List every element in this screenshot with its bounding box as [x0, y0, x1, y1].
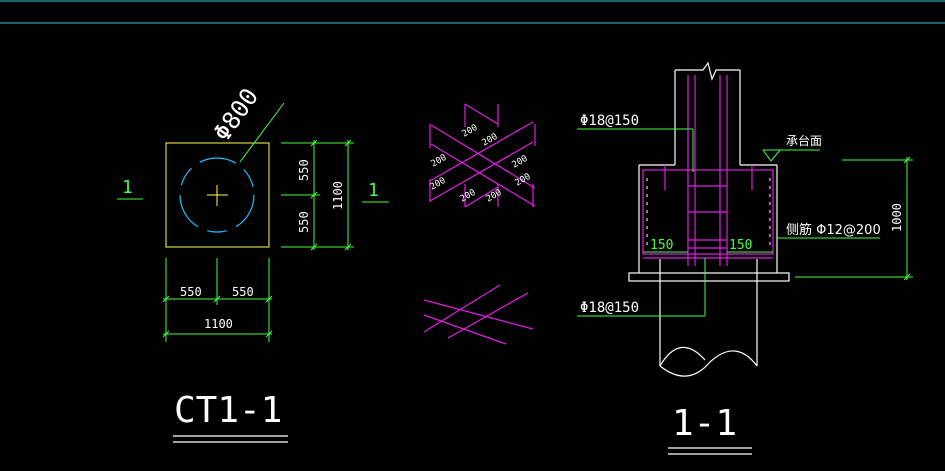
pile-cap-outline-section	[628, 164, 790, 282]
rebar-detail-bottom	[423, 284, 534, 345]
spacing-label: 200	[511, 154, 530, 171]
section-title: 1-1	[672, 403, 737, 444]
top-bar-label: Φ18@150	[580, 113, 639, 129]
spacing-label: 200	[514, 172, 533, 189]
plan-view: Φ800 1 1 550 550 1100	[117, 83, 389, 443]
cover-right-label: 150	[729, 238, 752, 253]
spacing-label: 200	[485, 188, 504, 205]
pile-cap-outline	[165, 142, 270, 248]
cover-left-label: 150	[650, 238, 673, 253]
spacing-label: 200	[430, 153, 449, 170]
section-view: Φ18@150 Φ18@150 承台面 侧筋 Φ12@200 150 150 1…	[577, 61, 913, 455]
rebar-detail-top	[429, 103, 536, 208]
right-dimension	[281, 139, 354, 251]
side-bar-label: 侧筋 Φ12@200	[786, 222, 881, 238]
pile-circle	[179, 157, 255, 233]
section-mark-right: 1	[368, 180, 379, 201]
pile-outline-section	[659, 259, 758, 377]
height-dim-label: 1000	[890, 203, 904, 232]
section-mark-left: 1	[122, 177, 133, 198]
spacing-label: 200	[459, 188, 478, 205]
section-leaders	[577, 128, 913, 317]
dim-right-total: 1100	[331, 181, 345, 210]
dim-bottom-half-left: 550	[180, 285, 202, 299]
diameter-label: Φ800	[208, 83, 264, 146]
bottom-dimension	[162, 258, 273, 342]
dim-bottom-half-right: 550	[232, 285, 254, 299]
spacing-label: 200	[461, 123, 480, 140]
dim-right-half-top: 550	[297, 159, 311, 181]
column-outline	[674, 61, 741, 165]
spacing-label: 200	[429, 176, 448, 193]
plan-title: CT1-1	[174, 390, 282, 431]
dim-bottom-total: 1100	[204, 317, 233, 331]
bottom-bar-label: Φ18@150	[580, 300, 639, 316]
cap-top-label: 承台面	[786, 133, 822, 148]
diameter-leader	[239, 102, 285, 163]
dim-right-half-bottom: 550	[297, 211, 311, 233]
section-rebar	[642, 75, 774, 266]
